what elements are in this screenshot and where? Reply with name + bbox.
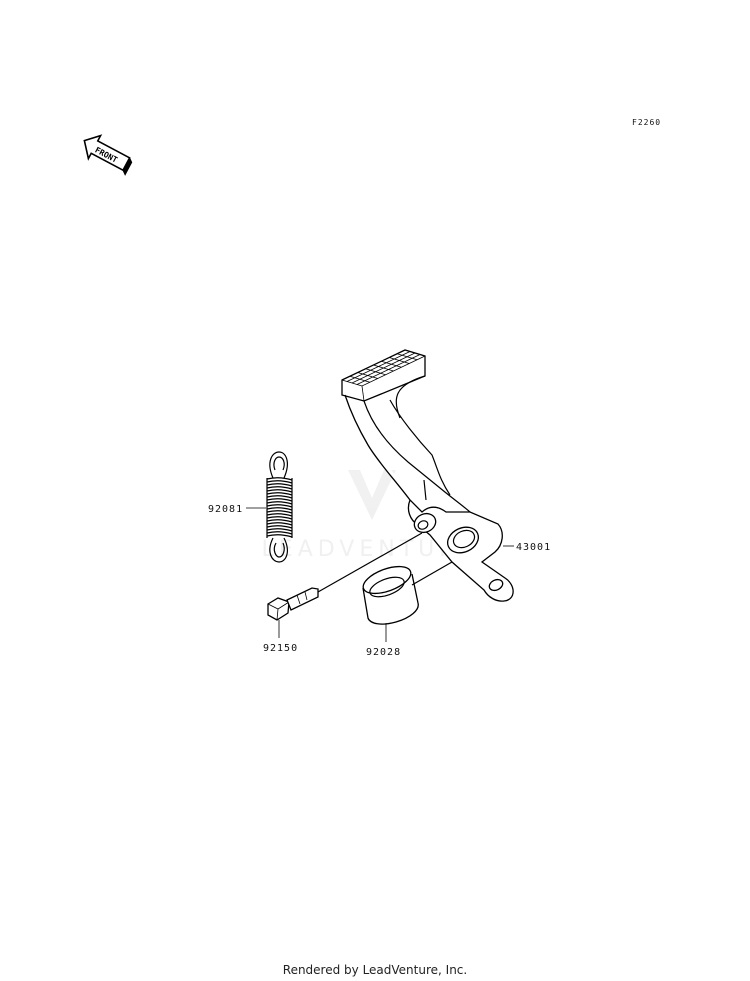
spring-coil [266, 534, 293, 538]
spring-coil [266, 477, 293, 481]
spring-coil [266, 492, 293, 496]
spring-92081 [266, 451, 293, 563]
spring-coil [266, 513, 293, 517]
watermark-logo-icon [348, 470, 396, 520]
spring-coil [266, 522, 293, 526]
watermark: LEADVENTURE [262, 470, 473, 562]
spring-coil [266, 528, 293, 532]
part-label-92081: 92081 [208, 504, 243, 515]
collar-92028 [362, 561, 453, 625]
spring-coil [266, 501, 293, 505]
part-label-43001: 43001 [516, 542, 551, 553]
spring-coil [266, 507, 293, 511]
spring-coil [266, 516, 293, 520]
spring-coil [266, 510, 293, 514]
spring-coil [266, 489, 293, 493]
part-label-92150: 92150 [263, 643, 298, 654]
spring-coil [266, 519, 293, 523]
brake-pedal-43001 [341, 349, 514, 602]
spring-coil [266, 483, 293, 487]
front-arrow-icon: FRONT [83, 134, 133, 176]
spring-coil [266, 531, 293, 535]
spring-coil [266, 495, 293, 499]
spring-coil [266, 498, 293, 502]
diagram-code: F2260 [632, 118, 661, 127]
leader-lines [246, 507, 514, 642]
pedal-tread-line [351, 352, 416, 384]
spring-coil [266, 486, 293, 490]
spring-coil [266, 525, 293, 529]
part-label-92028: 92028 [366, 647, 401, 658]
spring-coil [266, 504, 293, 508]
pedal-tread-line [346, 351, 411, 382]
bolt-92150 [267, 532, 423, 621]
footer-credit: Rendered by LeadVenture, Inc. [282, 963, 468, 977]
pedal-tread-line [356, 354, 421, 385]
spring-coil [266, 480, 293, 484]
